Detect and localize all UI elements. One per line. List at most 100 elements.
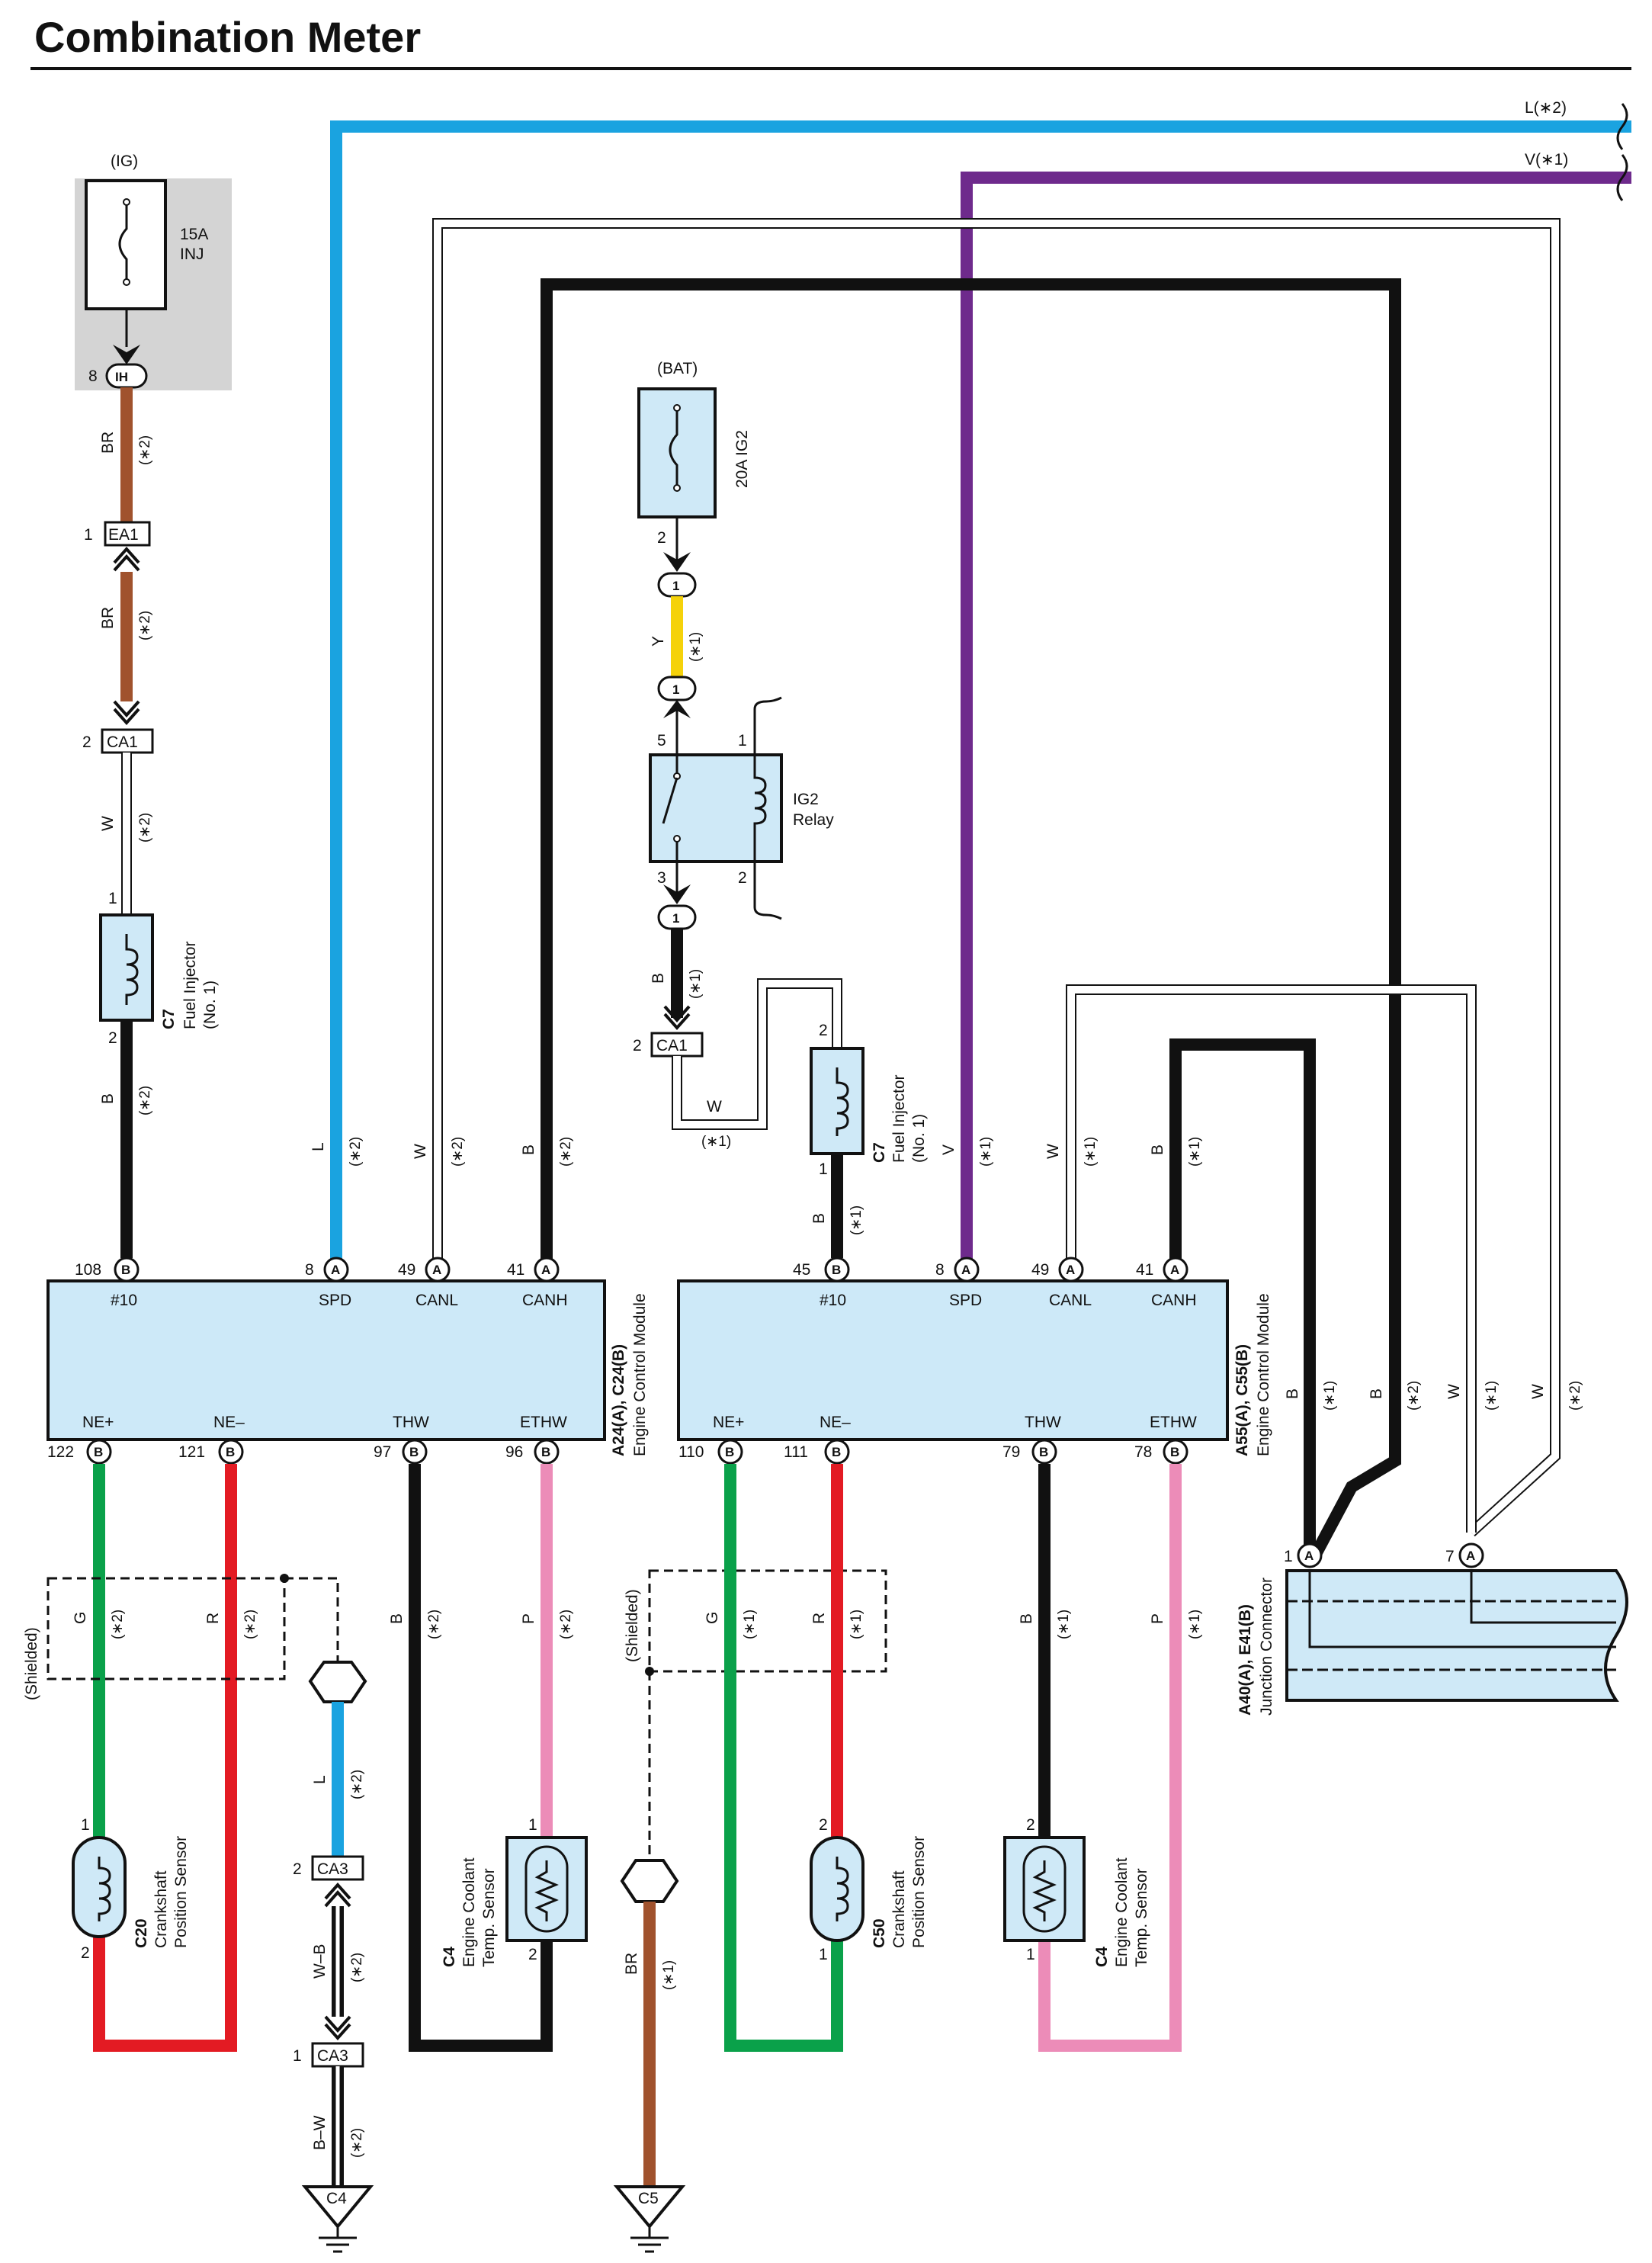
resistor-icon: [1032, 1860, 1057, 1921]
fuse-ig2: [637, 387, 717, 518]
svg-text:Fuel Injector: Fuel Injector: [181, 941, 199, 1029]
svg-text:CA3: CA3: [317, 2047, 348, 2065]
ground-c5: [613, 2185, 686, 2229]
svg-text:L: L: [310, 1142, 327, 1151]
svg-text:(∗1): (∗1): [1083, 1137, 1099, 1167]
svg-text:1: 1: [84, 526, 93, 544]
svg-text:2: 2: [819, 1022, 828, 1039]
svg-text:2: 2: [528, 1946, 537, 1963]
svg-text:Relay: Relay: [793, 811, 834, 829]
ecm-left-code: A24(A), C24(B): [610, 1344, 627, 1456]
junction-code: A40(A), E41(B): [1237, 1604, 1254, 1716]
svg-text:Position Sensor: Position Sensor: [910, 1836, 928, 1948]
svg-text:B: B: [1039, 1445, 1048, 1459]
svg-text:C4: C4: [441, 1947, 458, 1967]
ecm-right-bottom-pins: B 110 B 111 B 79 B 78: [678, 1439, 1188, 1465]
wire-w-canl-right: [1067, 986, 1475, 1533]
svg-text:7: 7: [1445, 1548, 1455, 1565]
svg-text:BR: BR: [99, 432, 117, 454]
connector-ca1-left: [101, 728, 154, 754]
coil-icon: [753, 755, 767, 862]
svg-text:2: 2: [1026, 1816, 1035, 1834]
svg-text:(∗2): (∗2): [450, 1137, 466, 1167]
connector-ca3-bottom: [311, 2042, 364, 2068]
junction-name: Junction Connector: [1258, 1578, 1275, 1716]
svg-text:W: W: [99, 816, 117, 831]
svg-text:Engine Coolant: Engine Coolant: [460, 1857, 478, 1967]
svg-text:B: B: [832, 1445, 841, 1459]
wire-w-canl-left: [434, 220, 1559, 1536]
svg-text:(∗1): (∗1): [688, 632, 704, 662]
svg-text:1: 1: [672, 682, 679, 697]
pin-8: 8: [88, 368, 98, 385]
shield-terminal-left: [308, 1661, 367, 1703]
svg-text:B: B: [1149, 1144, 1166, 1155]
ecm-left-bottom-pins: B 122 B 121 B 97 B 96: [47, 1439, 560, 1465]
svg-text:49: 49: [398, 1261, 415, 1279]
svg-text:41: 41: [1136, 1261, 1153, 1279]
svg-text:122: 122: [47, 1443, 74, 1461]
svg-text:8: 8: [935, 1261, 945, 1279]
svg-text:1: 1: [1026, 1946, 1035, 1963]
svg-text:(∗2): (∗2): [137, 813, 153, 843]
chevron-down-icon: [324, 2015, 351, 2041]
chevron-down-icon: [113, 700, 140, 726]
wire-g-ne-plus-right: [724, 1464, 843, 2052]
svg-text:96: 96: [505, 1443, 523, 1461]
svg-text:(∗1): (∗1): [701, 1134, 731, 1150]
svg-text:49: 49: [1031, 1261, 1049, 1279]
svg-text:ETHW: ETHW: [1150, 1414, 1197, 1431]
connector-ea1: [104, 521, 151, 547]
fuse-symbol: [669, 408, 678, 488]
ref-v: V(∗1): [1525, 151, 1568, 169]
svg-text:W: W: [707, 1098, 722, 1115]
svg-text:B: B: [541, 1445, 550, 1459]
wire-b-canh-left: [541, 278, 1401, 1558]
svg-text:CANL: CANL: [1049, 1292, 1092, 1309]
svg-text:(Shielded): (Shielded): [624, 1589, 641, 1662]
svg-text:1: 1: [819, 1160, 828, 1178]
svg-text:(∗1): (∗1): [1322, 1381, 1338, 1411]
svg-text:Position Sensor: Position Sensor: [172, 1836, 190, 1948]
svg-text:C50: C50: [871, 1918, 888, 1948]
crankshaft-sensor-c50: [810, 1836, 864, 1942]
svg-text:2: 2: [738, 869, 747, 887]
svg-text:A: A: [541, 1263, 550, 1277]
ig-label: (IG): [111, 152, 138, 170]
svg-text:41: 41: [507, 1261, 524, 1279]
svg-text:(∗1): (∗1): [688, 969, 704, 999]
svg-text:(No. 1): (No. 1): [201, 981, 219, 1029]
svg-text:CA1: CA1: [656, 1037, 688, 1054]
svg-text:(No. 1): (No. 1): [910, 1114, 928, 1163]
svg-text:A: A: [432, 1263, 441, 1277]
resistor-icon: [534, 1860, 559, 1921]
svg-text:(∗1): (∗1): [1056, 1610, 1072, 1639]
svg-text:B: B: [121, 1263, 130, 1277]
ecm-left-name: Engine Control Module: [631, 1293, 649, 1456]
connector-ca3-top: [311, 1855, 364, 1881]
svg-text:P: P: [520, 1613, 537, 1624]
svg-text:B: B: [832, 1263, 841, 1277]
svg-text:A: A: [1170, 1263, 1179, 1277]
svg-text:1: 1: [293, 2047, 302, 2065]
svg-text:CANL: CANL: [415, 1292, 458, 1309]
svg-text:C7: C7: [160, 1009, 178, 1029]
svg-text:(∗2): (∗2): [137, 435, 153, 465]
wire-r-ne-minus-left: [93, 1464, 237, 2052]
svg-text:2: 2: [108, 1029, 117, 1047]
svg-text:B: B: [409, 1445, 419, 1459]
coil-icon: [836, 1067, 849, 1136]
svg-text:B: B: [725, 1445, 734, 1459]
svg-text:(∗2): (∗2): [558, 1137, 574, 1167]
svg-text:SPD: SPD: [949, 1292, 982, 1309]
svg-text:1: 1: [528, 1816, 537, 1834]
svg-text:C7: C7: [871, 1142, 888, 1163]
svg-text:(∗2): (∗2): [242, 1610, 258, 1639]
ecm-right: [677, 1279, 1229, 1441]
ref-l: L(∗2): [1525, 99, 1567, 117]
wire-b-canh-right: [1169, 1038, 1316, 1555]
svg-text:C5: C5: [638, 2190, 659, 2207]
svg-text:79: 79: [1002, 1443, 1020, 1461]
break-mark-v: [1616, 154, 1628, 201]
